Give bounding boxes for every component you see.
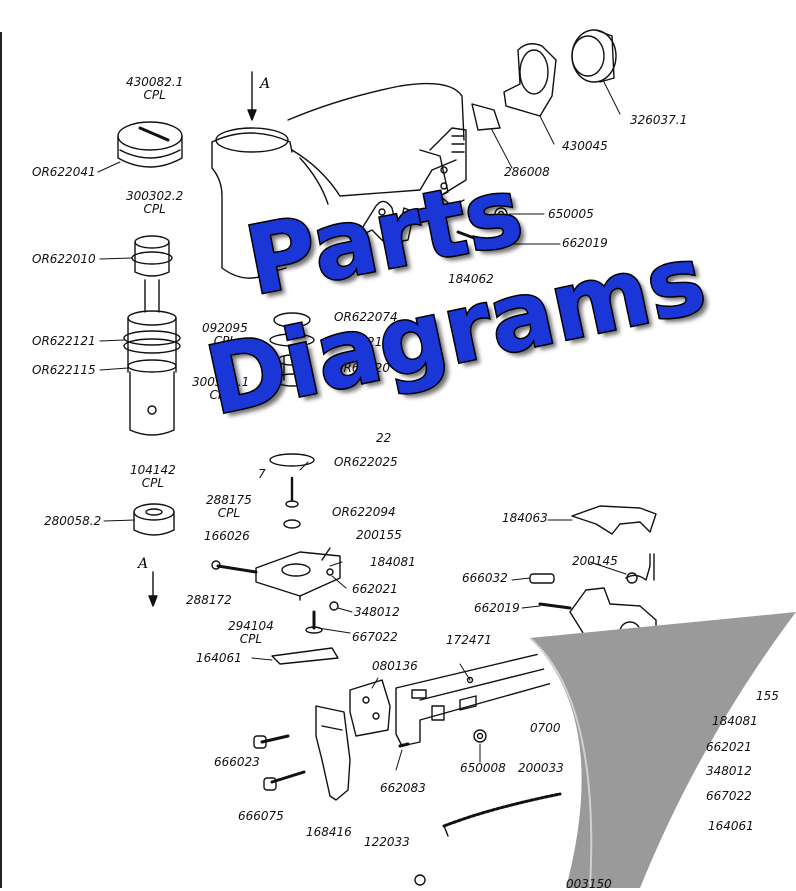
label-666032: 666032 <box>462 571 508 585</box>
bolt-288172 <box>211 560 258 574</box>
label-662021b: 662021 <box>706 740 752 754</box>
section-arrow-top <box>247 71 257 121</box>
label-or622074: OR622074 <box>334 310 398 324</box>
label-280058: 280058.2 <box>44 514 102 528</box>
nose-plate-168416 <box>315 705 351 801</box>
pin-666032 <box>529 573 555 584</box>
label-003150: 003150 <box>566 877 612 891</box>
label-122033: 122033 <box>364 835 410 849</box>
label-or622010: OR622010 <box>32 252 96 266</box>
section-marker-top: A <box>260 76 271 92</box>
label-662021: 662021 <box>352 582 398 596</box>
label-172471: 172471 <box>446 633 492 647</box>
label-or622121: OR622121 <box>32 334 96 348</box>
label-184081: 184081 <box>370 555 416 569</box>
label-184081b: 184081 <box>712 714 758 728</box>
spring-200033 <box>442 792 562 837</box>
nut-650008 <box>473 729 487 743</box>
bolt-666075 <box>263 770 306 791</box>
pin-662083 <box>398 742 410 748</box>
label-650005: 650005 <box>548 207 594 221</box>
label-7: 7 <box>258 467 266 481</box>
label-662083: 662083 <box>380 781 426 795</box>
label-430045: 430045 <box>562 139 608 153</box>
label-or622122: OR622122 <box>334 335 398 349</box>
label-662019b: 662019 <box>474 601 520 615</box>
pin-662019b <box>538 602 572 610</box>
label-667022: 667022 <box>352 630 398 644</box>
label-or622041: OR622041 <box>32 165 96 179</box>
label-326037: 326037.1 <box>630 113 688 127</box>
trigger-lever <box>355 200 415 245</box>
label-or62220: OR62220 <box>334 361 390 375</box>
base-plate <box>255 547 341 601</box>
label-155: 155 <box>756 689 779 703</box>
main-body <box>211 82 467 279</box>
section-arrow-bottom <box>148 571 158 607</box>
washer-348012 <box>329 601 339 611</box>
left-border <box>0 32 2 888</box>
label-286008: 286008 <box>504 165 550 179</box>
label-666023: 666023 <box>214 755 260 769</box>
cap-part <box>117 121 183 168</box>
nut-650005 <box>494 207 508 221</box>
label-348012: 348012 <box>354 605 400 619</box>
valve-middle <box>269 312 315 529</box>
label-168416: 168416 <box>306 825 352 839</box>
section-marker-bottom: A <box>138 556 149 572</box>
label-or622022: 22 <box>376 431 392 445</box>
label-080136: 080136 <box>372 659 418 673</box>
label-166026: 166026 <box>204 529 250 543</box>
valve-stack <box>123 235 181 436</box>
label-667022b: 667022 <box>706 789 752 803</box>
label-or622094: OR622094 <box>332 505 396 519</box>
label-or622115: OR622115 <box>32 363 96 377</box>
screw-122033 <box>414 874 426 886</box>
clip-430045 <box>503 43 557 117</box>
label-662019: 662019 <box>562 236 608 250</box>
label-0700: 0700 <box>530 721 561 735</box>
pin-667022 <box>305 610 323 634</box>
label-164061b: 164061 <box>708 819 754 833</box>
label-164061: 164061 <box>196 651 242 665</box>
label-or622025: OR622025 <box>334 455 398 469</box>
label-184062: 184062 <box>448 272 494 286</box>
label-200155: 200155 <box>356 528 402 542</box>
label-288172: 288172 <box>186 593 232 607</box>
bolt-666023 <box>253 734 290 749</box>
lever-184063 <box>571 505 657 535</box>
page-curl <box>529 612 796 888</box>
leader-lines <box>97 81 627 771</box>
spring-200145 <box>625 553 655 584</box>
ring-326037 <box>571 29 617 83</box>
label-348012b: 348012 <box>706 764 752 778</box>
label-200033: 200033 <box>518 761 564 775</box>
bushing-part <box>133 503 175 536</box>
label-666075: 666075 <box>238 809 284 823</box>
label-200145: 200145 <box>572 554 618 568</box>
label-650008: 650008 <box>460 761 506 775</box>
pin-662019 <box>456 230 492 246</box>
label-184063: 184063 <box>502 511 548 525</box>
pad-286008 <box>471 103 501 131</box>
spring-164061 <box>271 647 339 665</box>
plate-080136 <box>349 679 391 737</box>
